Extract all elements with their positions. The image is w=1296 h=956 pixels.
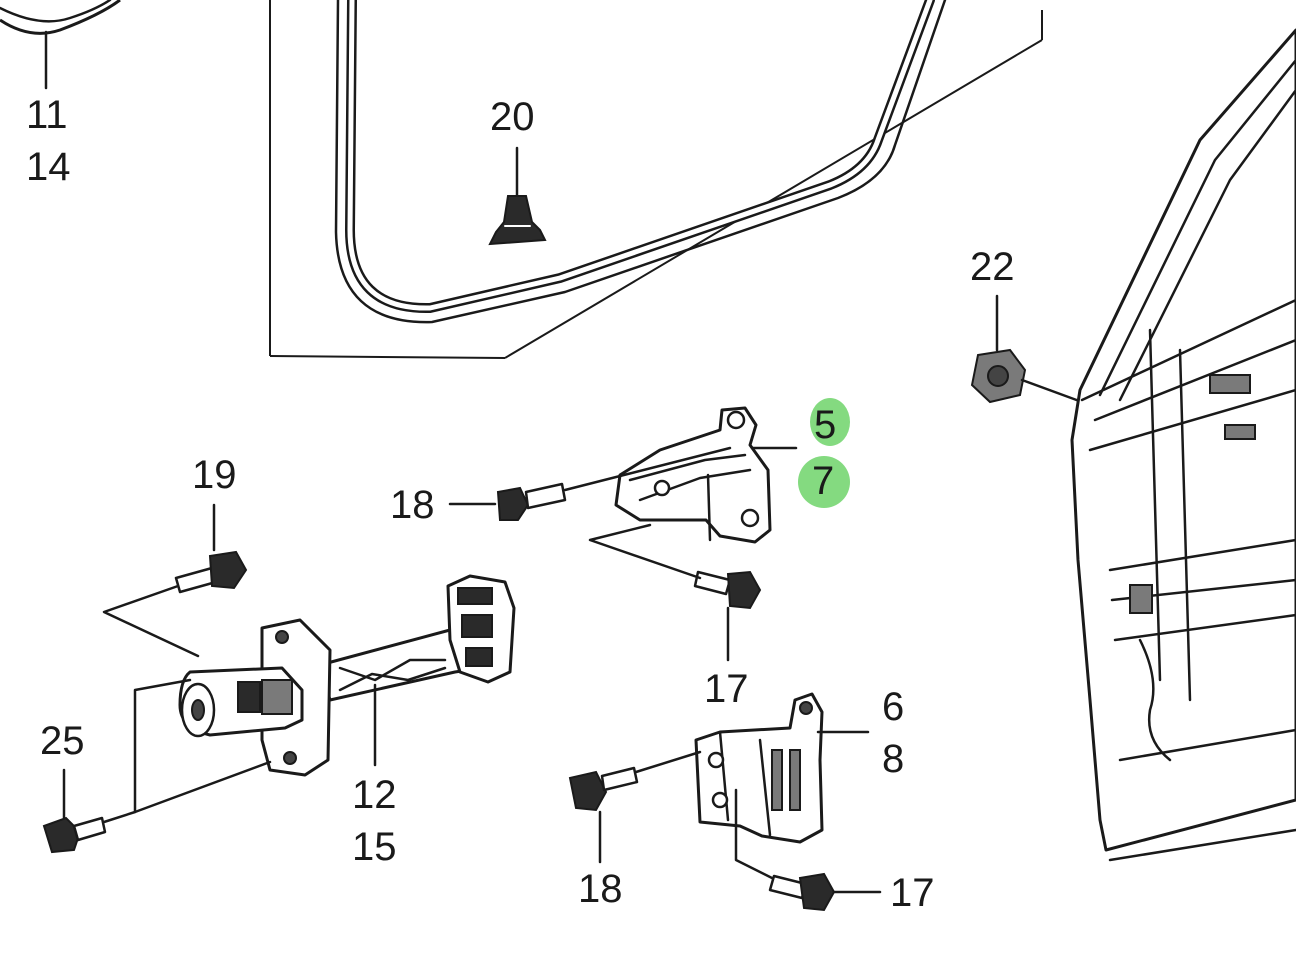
bolt-18-lower	[568, 766, 639, 812]
callout-17-lower: 17	[890, 871, 935, 915]
callout-17-upper: 17	[704, 667, 749, 711]
leader-25-bracket	[102, 678, 192, 824]
bolt-17-upper	[693, 570, 762, 610]
highlight-7	[798, 456, 850, 508]
bolt-17-lower	[768, 872, 836, 912]
leader-25-to-plate	[133, 760, 272, 814]
leader-18-upper-to-hinge	[563, 446, 732, 492]
lower-hinge-6-8	[694, 692, 824, 844]
callout-18-upper: 18	[390, 483, 435, 527]
weatherstrip-group-bracket	[269, 0, 1043, 359]
clip-20	[488, 195, 547, 246]
callout-22: 22	[970, 245, 1015, 289]
callout-8: 8	[882, 737, 904, 781]
callout-11: 11	[26, 93, 68, 137]
leader-18-lower-to-hinge	[634, 750, 702, 774]
bolt-18-upper	[496, 482, 567, 521]
bolt-25	[42, 816, 107, 854]
bolt-19	[174, 550, 248, 594]
nut-22	[970, 348, 1027, 404]
front-door-shell	[1070, 28, 1296, 862]
leader-17-lower-bracket	[734, 788, 778, 882]
callout-19: 19	[192, 453, 237, 497]
door-weatherstrip	[334, 0, 947, 324]
leader-17-upper-bracket	[588, 523, 702, 580]
callout-7: 7	[812, 459, 834, 503]
upper-hinge-5-7	[614, 406, 772, 544]
leader-22-to-door	[1020, 378, 1084, 404]
callout-5: 5	[814, 403, 836, 447]
callout-12: 12	[352, 773, 397, 817]
callout-18-lower: 18	[578, 867, 623, 911]
highlight-5	[810, 398, 850, 446]
callout-6: 6	[882, 685, 904, 729]
part-11-14-fragment	[0, 0, 121, 90]
callout-25: 25	[40, 719, 85, 763]
callout-14: 14	[26, 145, 71, 189]
leader-19-bracket	[102, 584, 200, 658]
door-checker-12-15	[178, 574, 516, 777]
callout-20: 20	[490, 95, 535, 139]
callout-15: 15	[352, 825, 397, 869]
